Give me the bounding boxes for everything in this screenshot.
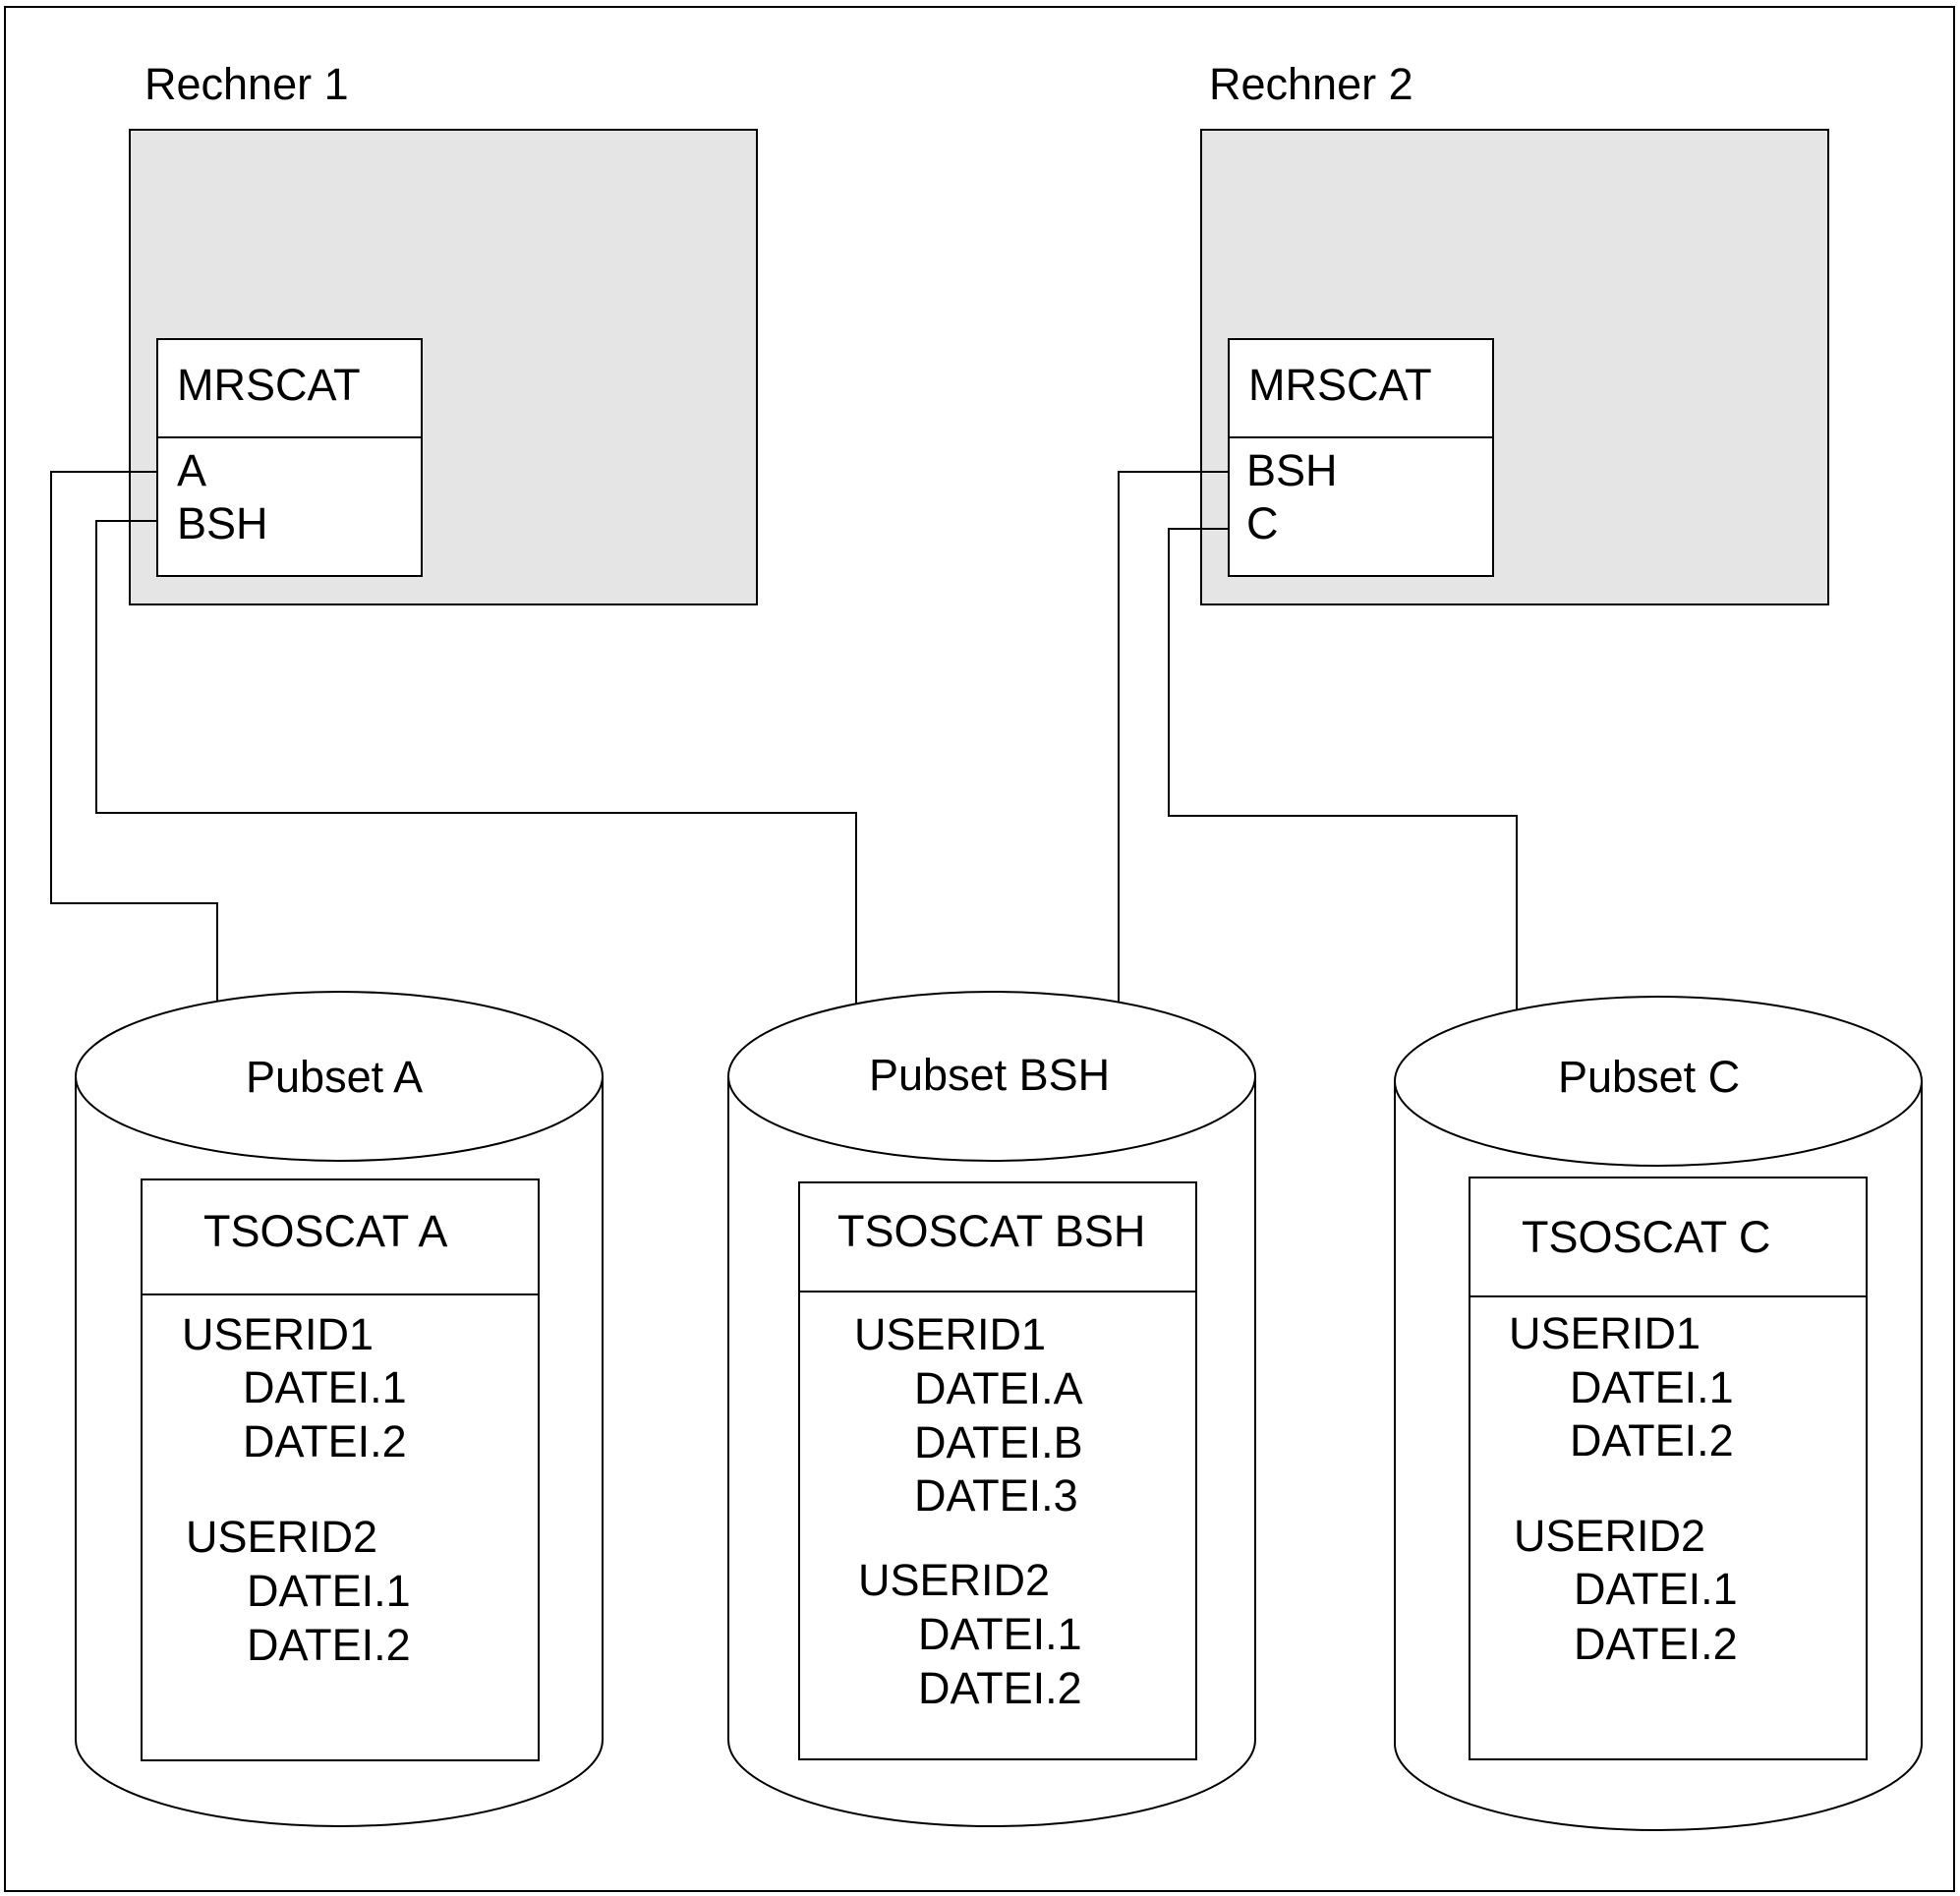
mrscat-entry-bsh: BSH [177,498,268,548]
tsoscat-table: TSOSCAT BSH USERID1 DATEI.A DATEI.B DATE… [798,1181,1197,1760]
user-id: USERID2 [1514,1511,1705,1561]
pubset-bsh: Pubset BSH TSOSCAT BSH USERID1 DATEI.A D… [727,991,1256,1827]
file-entry: DATEI.1 [1570,1362,1734,1412]
mrscat-table: MRSCAT A BSH [156,338,423,577]
pubset-a: Pubset A TSOSCAT A USERID1 DATEI.1 DATEI… [75,991,604,1827]
pubset-label: Pubset A [246,1052,423,1102]
diagram-frame [4,6,1955,1892]
mrscat-box [1228,338,1494,577]
disk-top [1394,996,1923,1167]
connectors [50,471,1526,1049]
user-id: USERID2 [858,1555,1050,1605]
connector-a-to-pubset-a [50,471,226,1027]
disk-top [75,991,604,1162]
pubset-label: Pubset BSH [869,1050,1110,1100]
user-id: USERID1 [854,1309,1046,1359]
host-rechner-1: Rechner 1 MRSCAT A BSH [129,59,758,605]
tsoscat-box [798,1181,1197,1760]
pubset-c: Pubset C TSOSCAT C USERID1 DATEI.1 DATEI… [1394,996,1923,1831]
tsoscat-table: TSOSCAT A USERID1 DATEI.1 DATEI.2 USERID… [141,1178,540,1761]
mrscat-entry-c: C [1246,498,1279,548]
connector-bsh-to-pubset-bsh [95,520,865,1040]
mrscat-title: MRSCAT [1248,360,1432,410]
tsoscat-table: TSOSCAT C USERID1 DATEI.1 DATEI.2 USERID… [1469,1177,1868,1760]
tsoscat-title: TSOSCAT BSH [837,1206,1145,1256]
connector-c-to-pubset-c [1168,528,1526,1049]
file-entry: DATEI.3 [914,1470,1078,1521]
file-entry: DATEI.2 [918,1663,1082,1713]
pubset-label: Pubset C [1558,1052,1740,1102]
user-id: USERID1 [1509,1308,1701,1358]
mrscat-title: MRSCAT [177,360,361,410]
tsoscat-title: TSOSCAT A [203,1206,447,1256]
file-entry: DATEI.2 [1574,1619,1738,1669]
host-label: Rechner 1 [144,59,349,109]
host-rechner-2: Rechner 2 MRSCAT BSH C [1200,59,1829,605]
file-entry: DATEI.2 [247,1620,411,1670]
file-entry: DATEI.1 [247,1566,411,1616]
mrscat-entry-a: A [177,445,206,495]
user-id: USERID2 [186,1512,377,1562]
host-label: Rechner 2 [1209,59,1413,109]
file-entry: DATEI.1 [243,1362,407,1412]
file-entry: DATEI.2 [1570,1415,1734,1465]
connector-bsh2-to-pubset-bsh [1118,471,1229,1040]
file-entry: DATEI.B [914,1417,1083,1467]
tsoscat-box [141,1178,540,1761]
mrscat-entry-bsh: BSH [1246,445,1338,495]
tsoscat-box [1469,1177,1868,1760]
file-entry: DATEI.1 [918,1609,1082,1659]
file-entry: DATEI.A [914,1363,1083,1413]
disk-top [727,991,1256,1162]
tsoscat-title: TSOSCAT C [1522,1212,1770,1262]
mrscat-table: MRSCAT BSH C [1228,338,1494,577]
file-entry: DATEI.2 [243,1416,407,1466]
user-id: USERID1 [182,1309,374,1359]
file-entry: DATEI.1 [1574,1564,1738,1614]
mrscat-box [156,338,423,577]
